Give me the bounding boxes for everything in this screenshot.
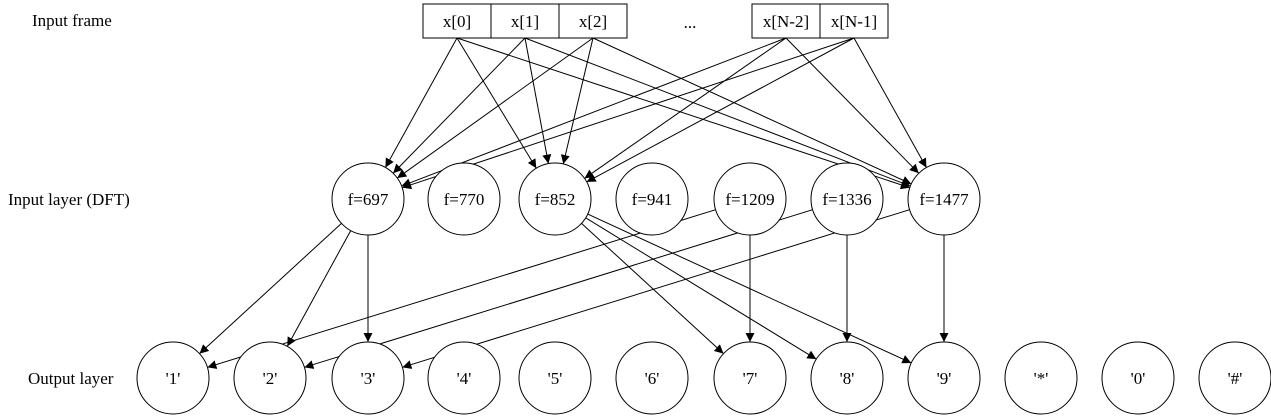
edge-f-1209-to-1 <box>207 209 716 369</box>
edge-x-1-to-f-852 <box>524 37 552 164</box>
input-node-f-1336: f=1336 <box>810 162 884 236</box>
edge-x-n-1-to-f-1477 <box>853 37 927 168</box>
output-node-3: '3' <box>331 341 405 415</box>
edge-x-n-2-to-f-1477 <box>785 37 920 174</box>
output-layer-nodes: '1' '2' '3' '4' '5' '6' '7' '8' '9' '*' '0' '#' <box>136 341 1271 415</box>
input-node-f-941: f=941 <box>615 162 689 236</box>
output-node-1: '1' <box>136 341 210 415</box>
input-frame-ellipsis: ... <box>684 13 697 32</box>
node-label: '6' <box>645 369 660 388</box>
edge-f-1336-to-2 <box>304 209 813 369</box>
output-node-hash: '#' <box>1198 341 1271 415</box>
node-label: '0' <box>1131 369 1146 388</box>
input-frame-boxes: x[0] x[1] x[2] x[N-2] x[N-1] <box>422 3 889 39</box>
input-node-f-697: f=697 <box>331 162 405 236</box>
edge-f-852-to-8 <box>585 217 817 360</box>
edge-x-1-to-f-697 <box>392 37 526 174</box>
input-node-f-1477: f=1477 <box>907 162 981 236</box>
edge-x-0-to-f-852 <box>456 37 537 169</box>
output-node-2: '2' <box>233 341 307 415</box>
edge-x-n-1-to-f-697 <box>402 37 855 190</box>
input-frame-box-x-1: x[1] <box>490 3 560 39</box>
node-label: f=1209 <box>725 190 774 209</box>
node-label: f=770 <box>444 190 485 209</box>
edge-x-2-to-f-1477 <box>592 37 912 185</box>
output-node-9: '9' <box>907 341 981 415</box>
node-label: f=1336 <box>822 190 871 209</box>
edge-f-697-to-2 <box>286 230 352 347</box>
input-frame-box-x-2: x[2] <box>558 3 628 39</box>
node-label: f=697 <box>348 190 389 209</box>
output-node-5: '5' <box>518 341 592 415</box>
output-node-star: '*' <box>1004 341 1078 415</box>
input-layer-nodes: f=697 f=770 f=852 f=941 f=1209 f=1336 f=1477 <box>331 162 981 236</box>
edge-x-0-to-f-1477 <box>456 37 910 190</box>
edge-x-0-to-f-697 <box>384 37 458 168</box>
output-node-8: '8' <box>810 341 884 415</box>
edge-f-697-to-1 <box>199 222 342 355</box>
node-label: '8' <box>840 369 855 388</box>
edge-x-2-to-f-852 <box>560 37 594 165</box>
node-label: '3' <box>361 369 376 388</box>
input-node-f-852: f=852 <box>518 162 592 236</box>
input-frame-box-label: x[0] <box>443 12 471 31</box>
edge-x-2-to-f-697 <box>396 37 594 179</box>
edge-x-n-1-to-f-852 <box>586 37 855 183</box>
input-frame-box-label: x[N-1] <box>831 12 877 31</box>
output-node-6: '6' <box>615 341 689 415</box>
node-label: '#' <box>1228 369 1243 388</box>
node-label: f=941 <box>632 190 673 209</box>
input-node-f-1209: f=1209 <box>713 162 787 236</box>
output-node-4: '4' <box>427 341 501 415</box>
node-label: '1' <box>166 369 181 388</box>
node-label: f=1477 <box>919 190 969 209</box>
node-label: '*' <box>1034 369 1049 388</box>
input-frame-box-x-n-2: x[N-2] <box>751 3 821 39</box>
edge-x-n-2-to-f-697 <box>401 37 787 188</box>
output-node-0: '0' <box>1101 341 1175 415</box>
edge-f-1477-to-3 <box>402 209 910 369</box>
edges <box>199 37 949 369</box>
edge-f-852-to-7 <box>581 222 724 355</box>
node-label: '9' <box>937 369 952 388</box>
input-frame-box-label: x[N-2] <box>763 12 809 31</box>
output-node-7: '7' <box>713 341 787 415</box>
edge-x-n-2-to-f-852 <box>584 37 787 179</box>
input-frame-box-x-n-1: x[N-1] <box>819 3 889 39</box>
input-layer-row-label: Input layer (DFT) <box>8 190 130 209</box>
node-label: '4' <box>457 369 472 388</box>
node-label: '7' <box>743 369 758 388</box>
input-frame-box-label: x[1] <box>511 12 539 31</box>
edge-x-1-to-f-1477 <box>524 37 911 188</box>
input-frame-box-x-0: x[0] <box>422 3 492 39</box>
input-node-f-770: f=770 <box>427 162 501 236</box>
input-frame-row-label: Input frame <box>32 11 112 30</box>
input-frame-box-label: x[2] <box>579 12 607 31</box>
node-label: f=852 <box>535 190 576 209</box>
output-layer-row-label: Output layer <box>28 369 114 388</box>
node-label: '5' <box>548 369 563 388</box>
node-label: '2' <box>263 369 278 388</box>
